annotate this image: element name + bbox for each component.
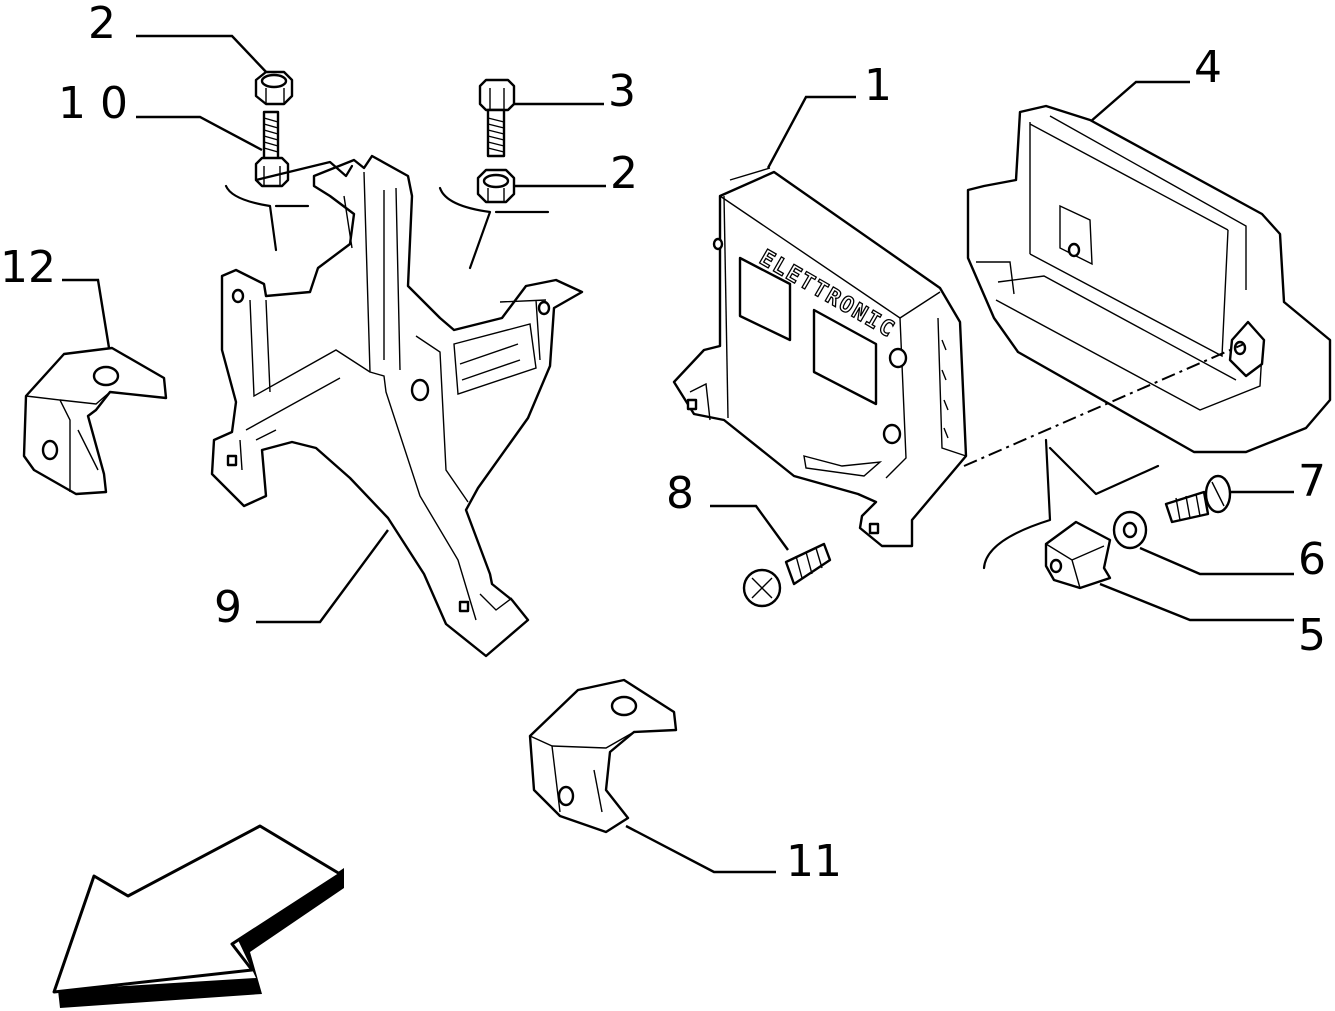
- screw-8: [742, 542, 832, 608]
- nut-2-mid: [476, 168, 516, 204]
- callout-11: 11: [786, 836, 842, 887]
- callout-9: 9: [214, 582, 242, 633]
- assembly-axis: [963, 343, 1245, 467]
- nut-2-top: [254, 70, 294, 106]
- mounting-hint-mid: [438, 186, 550, 270]
- washer-6: [1112, 510, 1148, 550]
- mounting-hint-right: [982, 438, 1160, 570]
- callout-12: 12: [0, 242, 56, 293]
- screw-7: [1164, 474, 1232, 524]
- clip-11: [528, 678, 678, 834]
- cover-4: [966, 104, 1332, 454]
- ecu-1: ELETTRONIC: [672, 167, 968, 548]
- callout-3: 3: [608, 66, 636, 117]
- callout-2-top: 2: [88, 0, 116, 49]
- callout-7: 7: [1298, 456, 1326, 507]
- mounting-hint-left: [224, 184, 310, 252]
- grommet-5: [1044, 520, 1112, 590]
- callout-4: 4: [1194, 42, 1222, 93]
- callout-5: 5: [1298, 610, 1326, 661]
- callout-6: 6: [1298, 534, 1326, 585]
- leader-lines: [62, 34, 1294, 874]
- callout-1: 1: [864, 60, 892, 111]
- bracket-9: [210, 154, 584, 658]
- clip-12: [22, 346, 168, 496]
- callout-2-mid: 2: [610, 148, 638, 199]
- bolt-3: [478, 78, 516, 158]
- direction-arrow: [52, 824, 344, 1008]
- callout-10: 1 0: [58, 78, 128, 129]
- callout-8: 8: [666, 468, 694, 519]
